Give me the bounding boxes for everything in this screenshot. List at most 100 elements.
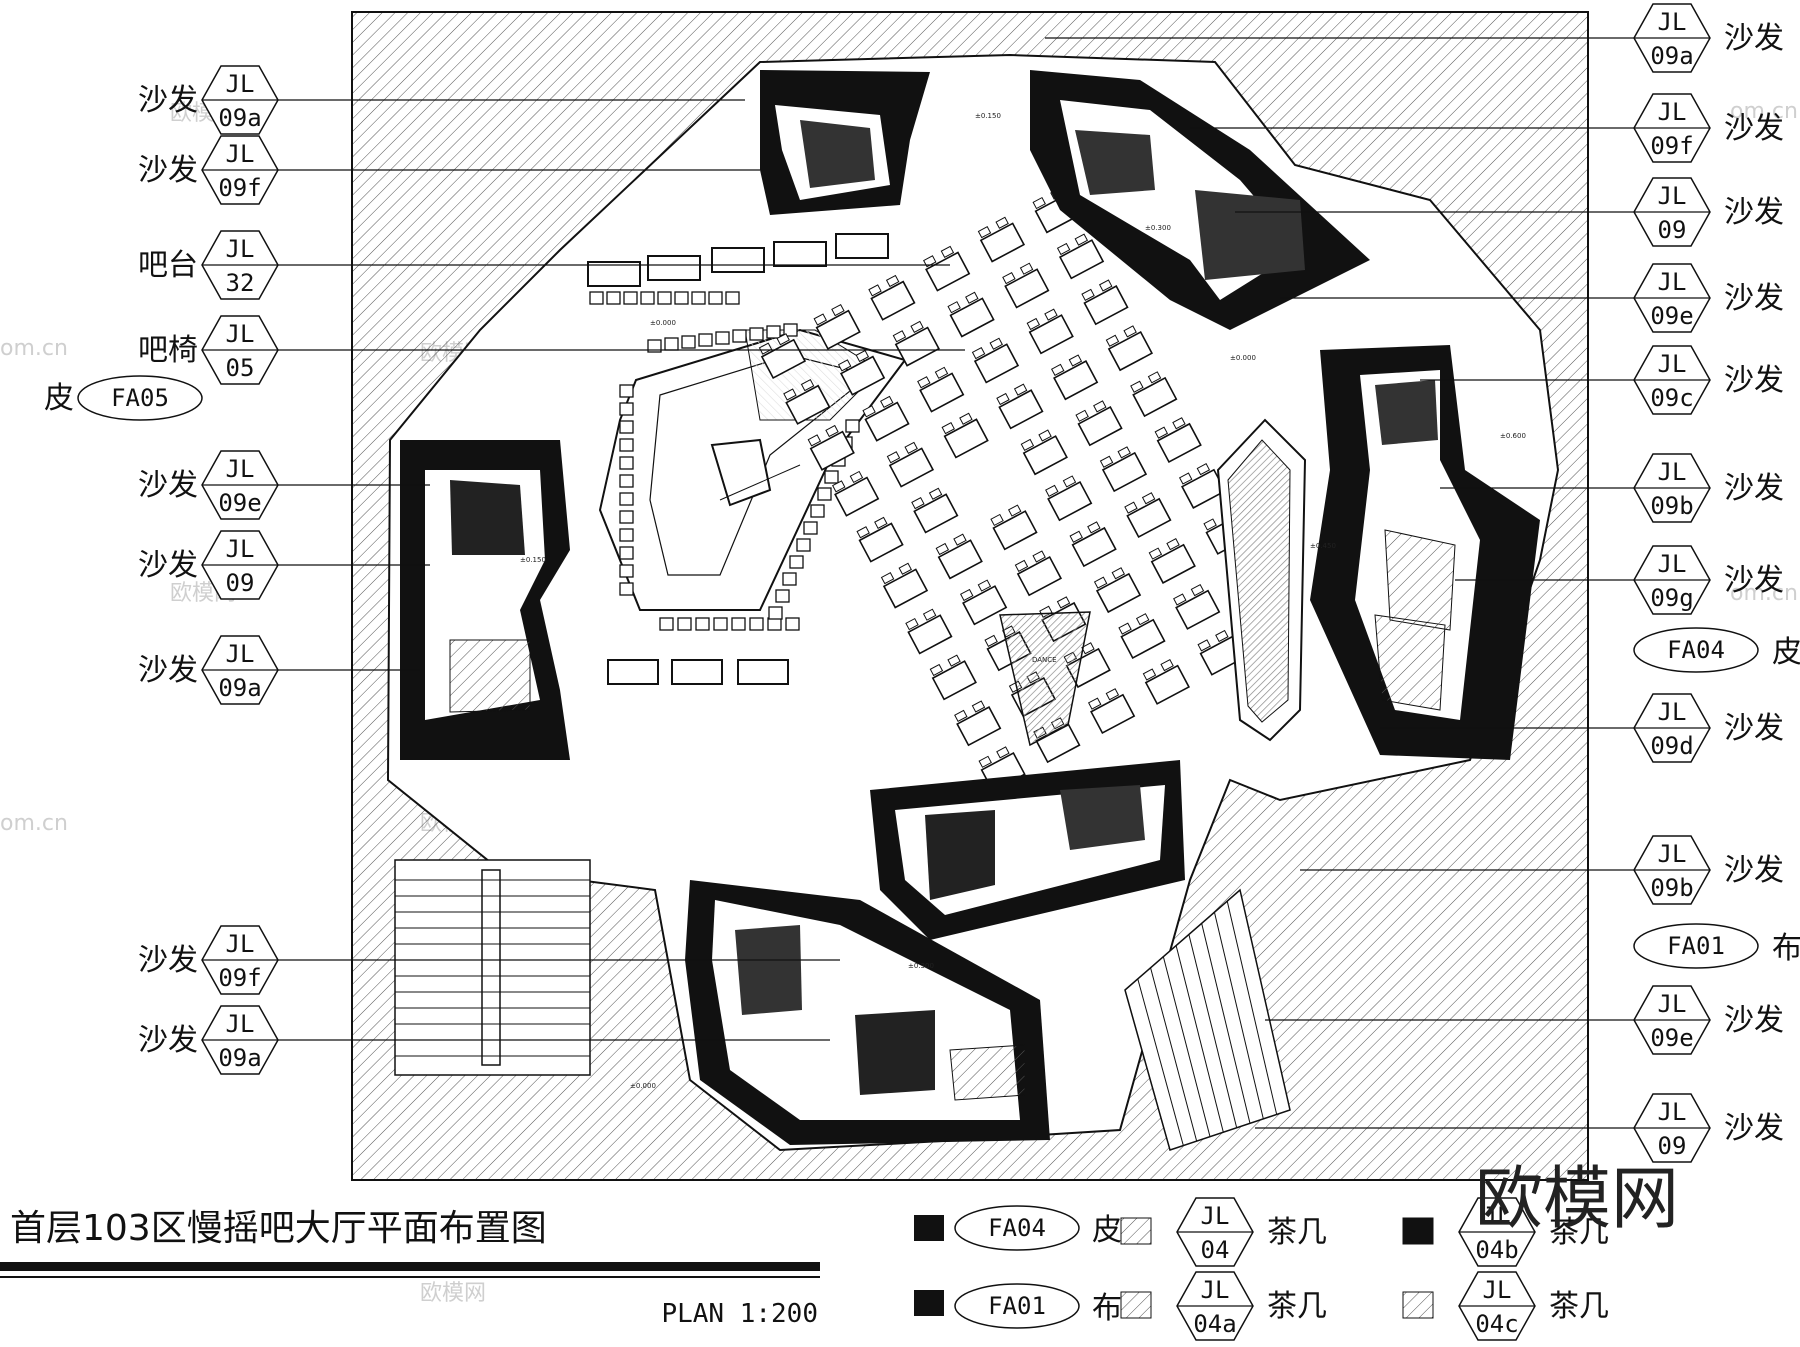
callout-code: JL [226,320,255,348]
sofa-booth-top-left [760,70,930,215]
callout-code: JL [1483,1276,1512,1304]
callout-name: 茶几 [1267,1289,1327,1324]
callout-code: JL [1658,990,1687,1018]
table [839,355,886,396]
legend-name: 布 [1092,1291,1122,1326]
chair [800,378,815,392]
watermark: 欧模网 [420,1281,486,1306]
legend-swatch [914,1290,944,1316]
callout-sub: 09a [218,674,261,702]
table [956,706,1002,747]
callout-code: JL [226,140,255,168]
chair [1044,308,1058,321]
chair [984,634,998,647]
chair [1013,383,1028,396]
chair [996,392,1010,406]
callout-name: 沙发 [1724,1003,1784,1038]
callout-name: 沙发 [138,468,198,503]
chair [1050,363,1065,377]
chair [837,359,852,372]
stair-right-treads [1124,900,1278,1151]
stair-tread [1201,923,1251,1124]
chair [1081,642,1095,655]
table [943,418,989,459]
chair [935,542,950,556]
callout-code: JL [1658,840,1687,868]
chair [1093,576,1108,589]
callout-name: 沙发 [1724,195,1784,230]
table [785,384,831,425]
dance-floor: DANCE [999,611,1091,747]
callout-sub: 09a [1650,42,1693,70]
stair-tread [1162,956,1211,1137]
table [1175,589,1221,630]
callout-sub: 09a [218,1044,261,1072]
stair-tread [1175,945,1224,1133]
sofa-booth-right [1310,345,1540,760]
material-tag-right-fa04: FA04 皮 [1633,627,1800,673]
chair [995,216,1009,229]
chair [1087,521,1101,534]
bar-stool [677,617,692,631]
table [925,251,971,292]
chair [1196,463,1211,476]
level-mark: ±0.300 [908,962,934,970]
bar-stool [810,504,825,518]
callout-name: 沙发 [1724,711,1784,746]
chair [1172,417,1186,430]
table [888,447,935,488]
chair [855,349,870,363]
stair-tread [1137,978,1184,1146]
table [913,493,959,534]
chair [940,245,955,258]
bar-stool [708,291,723,305]
chair [892,330,907,343]
chair [1147,371,1162,384]
legend-swatch [1402,1291,1434,1319]
material-name: 皮 [44,381,74,416]
chair [831,303,845,317]
chair [934,366,949,379]
table [1083,285,1129,326]
bar-stool [698,333,713,347]
table [1071,526,1117,568]
callout-sub: 09c [1650,384,1693,412]
callout-name: 沙发 [138,548,198,583]
table [1047,480,1093,522]
callout-leaders [278,37,1634,1129]
table [1095,572,1142,614]
callout-sub: 09f [218,964,261,992]
chair [1062,475,1077,488]
bar-stool [713,617,728,631]
callout-sub: 09f [218,174,261,202]
chair [1118,622,1132,635]
chair [1038,429,1052,442]
callout-code: JL [1658,550,1687,578]
callout-sub: 09b [1650,492,1693,520]
bar-stool [845,419,860,433]
chair [1117,446,1131,459]
drawing-title: 首层103区慢摇吧大厅平面布置图 [10,1208,547,1249]
dance-label: DANCE [1032,656,1057,664]
drawing-scale: PLAN 1:200 [661,1299,818,1329]
material-tag-right-fa01: FA01 布 [1633,923,1800,969]
material-tag-left: 皮 FA05 [44,375,203,421]
callout-code: JL [1658,268,1687,296]
chair [885,274,900,288]
table [979,222,1026,263]
level-mark: ±0.300 [1145,224,1171,232]
legend-name: 皮 [1092,1213,1122,1248]
chair [1068,354,1083,367]
callout-code: JL [1658,182,1687,210]
bar-stool [691,291,706,305]
material-code: FA01 [1667,932,1725,960]
chair [965,291,979,304]
